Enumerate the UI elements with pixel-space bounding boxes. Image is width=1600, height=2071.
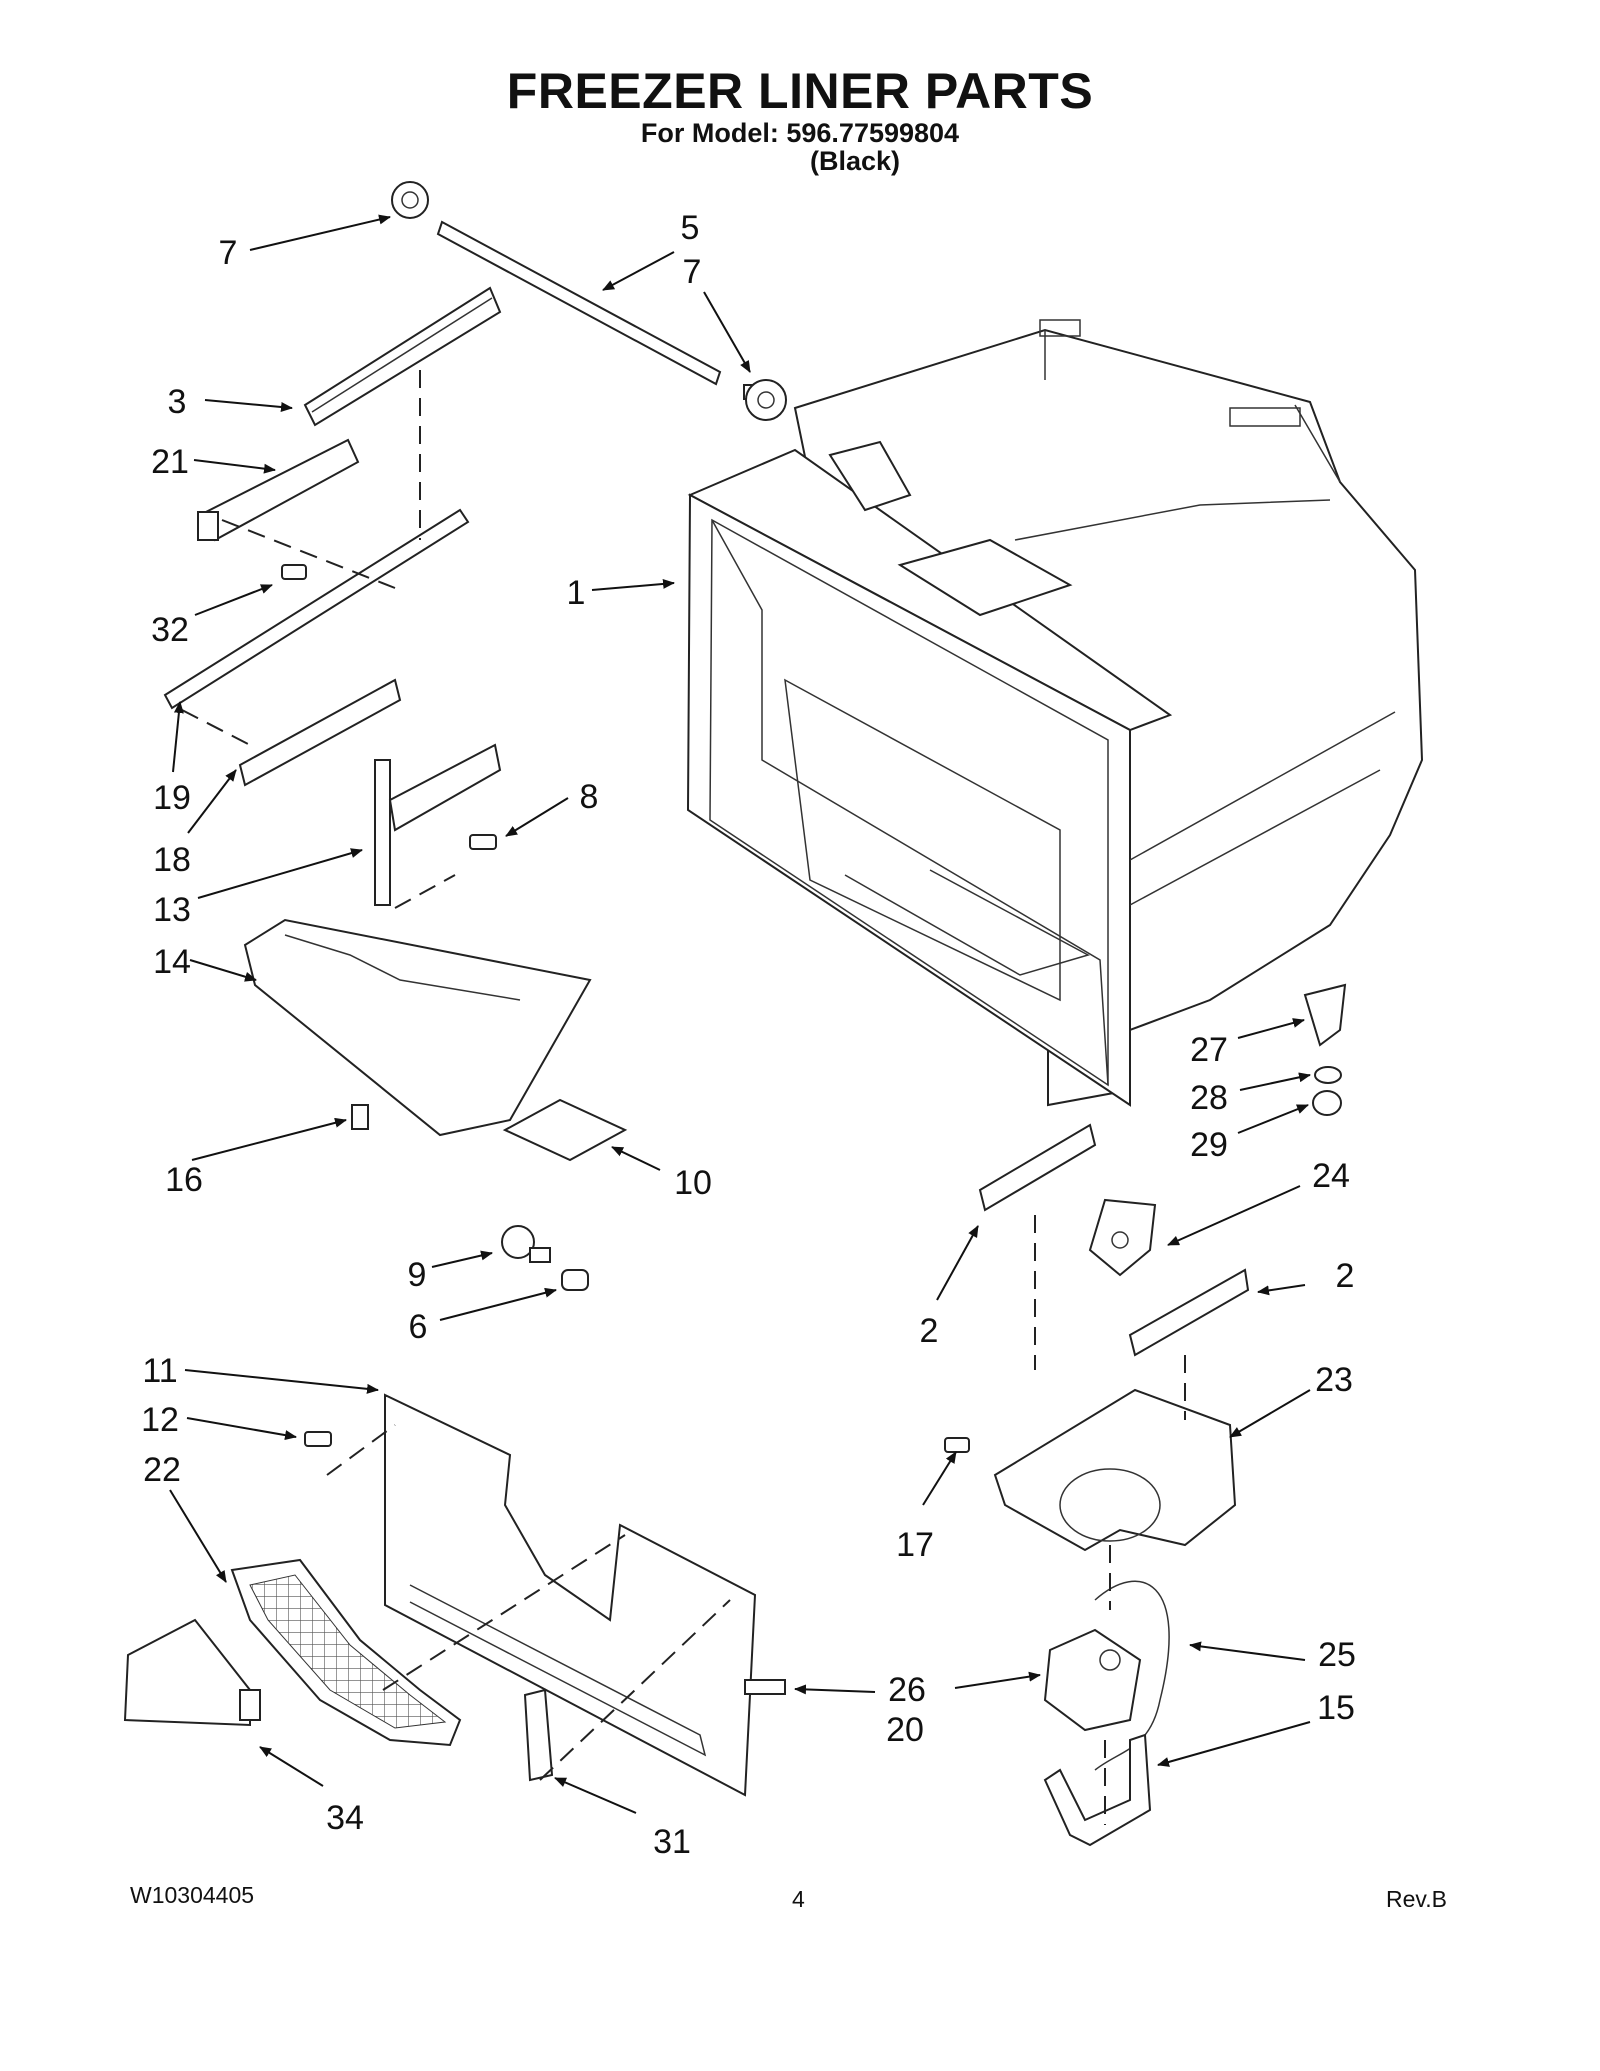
screw-8 — [469, 834, 497, 850]
drain-tube — [1303, 983, 1347, 1047]
callout-24: 24 — [1312, 1157, 1350, 1195]
callout-7-right: 7 — [682, 253, 702, 291]
callout-1: 1 — [566, 574, 586, 612]
insulation-pad — [502, 1098, 628, 1162]
callout-26: 26 — [888, 1671, 926, 1709]
callout-6: 6 — [408, 1308, 428, 1346]
callout-3: 3 — [167, 383, 187, 421]
callout-10: 10 — [674, 1164, 712, 1202]
fan-motor — [1043, 1628, 1142, 1732]
vent-grille — [230, 1558, 462, 1747]
insulation-block-b — [1128, 1268, 1250, 1357]
callout-17: 17 — [896, 1526, 934, 1564]
assembly-lines — [181, 370, 1186, 1825]
fan-blade — [1088, 1198, 1157, 1277]
mounting-plate — [374, 743, 502, 906]
callout-2-right: 2 — [1335, 1257, 1355, 1295]
callout-32: 32 — [151, 611, 189, 649]
motor-bracket — [1043, 1733, 1152, 1847]
callout-11: 11 — [142, 1352, 178, 1390]
slide-rail — [163, 508, 470, 710]
callout-18: 18 — [153, 841, 191, 879]
screw-17 — [944, 1437, 970, 1453]
callout-8: 8 — [579, 778, 599, 816]
model-line: For Model: 596.77599804 — [640, 118, 960, 148]
callout-22: 22 — [143, 1451, 181, 1489]
callout-9: 9 — [407, 1256, 427, 1294]
freezer-liner — [686, 319, 1424, 1107]
callout-20: 20 — [886, 1711, 924, 1749]
callout-14: 14 — [153, 943, 191, 981]
callout-27: 27 — [1190, 1031, 1228, 1069]
callout-28: 28 — [1190, 1079, 1228, 1117]
clip-31 — [523, 1688, 554, 1782]
callout-23: 23 — [1315, 1361, 1353, 1399]
seal-strip — [744, 1679, 786, 1695]
callout-34: 34 — [326, 1799, 364, 1837]
page-title: FREEZER LINER PARTS — [506, 63, 1094, 119]
callout-2-left: 2 — [919, 1312, 939, 1350]
callout-25: 25 — [1318, 1636, 1356, 1674]
document-number: W10304405 — [130, 1882, 255, 1908]
callout-16: 16 — [165, 1161, 203, 1199]
light-socket — [561, 1269, 589, 1291]
gear-top — [391, 181, 429, 219]
screw-32 — [281, 564, 307, 580]
callout-7-top: 7 — [218, 234, 238, 272]
shelf-rod — [436, 220, 722, 386]
revision-label: Rev.B — [1386, 1886, 1447, 1912]
fan-shroud — [993, 1388, 1237, 1552]
callout-29: 29 — [1190, 1126, 1228, 1164]
callout-31: 31 — [653, 1823, 691, 1861]
model-variant: (Black) — [810, 146, 901, 176]
callout-12: 12 — [141, 1401, 179, 1439]
rail-cover — [303, 286, 502, 427]
clip-16 — [351, 1104, 369, 1130]
drain-cap — [1312, 1090, 1342, 1116]
callout-15: 15 — [1317, 1689, 1355, 1727]
callout-21: 21 — [151, 443, 189, 481]
front-bracket — [238, 678, 402, 787]
callout-5: 5 — [680, 209, 700, 247]
screw-12 — [304, 1431, 332, 1447]
page-number: 4 — [792, 1886, 805, 1912]
light-bulb — [501, 1225, 551, 1263]
callout-13: 13 — [153, 891, 191, 929]
motor-wire — [1094, 1580, 1170, 1771]
rear-panel — [384, 1393, 757, 1797]
rail-bracket — [197, 438, 360, 542]
insulation-block-a — [978, 1123, 1097, 1212]
control-housing — [243, 918, 592, 1137]
gear-right — [743, 379, 787, 421]
grille-cover — [123, 1618, 261, 1727]
callout-19: 19 — [153, 779, 191, 817]
leader-lines — [169, 214, 1311, 1814]
drain-ring — [1314, 1066, 1342, 1084]
